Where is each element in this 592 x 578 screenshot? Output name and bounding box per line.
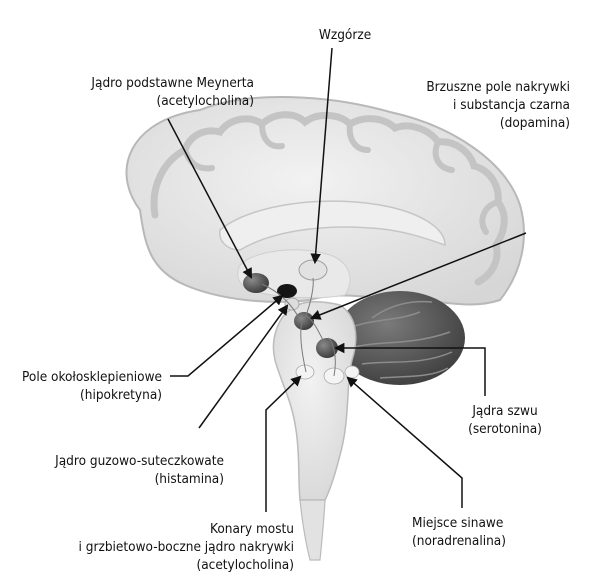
tuberomammillary-nucleus [285, 298, 299, 310]
label-locus-coeruleus-name: Miejsce sinawe [412, 514, 562, 532]
label-tuberomammillary-transmitter: (histamina) [40, 470, 224, 488]
label-thalamus: Wzgórze [300, 26, 390, 44]
label-raphe: Jądra szwu (serotonina) [455, 402, 555, 438]
label-meynert: Jądro podstawne Meynerta (acetylocholina… [36, 74, 254, 110]
label-raphe-name: Jądra szwu [455, 402, 555, 420]
label-vta-name-2: i substancja czarna [370, 96, 570, 114]
label-pedunculopontine: Konary mostu i grzbietowo-boczne jądro n… [60, 520, 294, 574]
label-vta-name: Brzuszne pole nakrywki [370, 78, 570, 96]
perifornical-nucleus [277, 284, 297, 298]
label-meynert-name: Jądro podstawne Meynerta [36, 74, 254, 92]
meynert-nucleus [243, 273, 269, 293]
label-locus-coeruleus: Miejsce sinawe (noradrenalina) [412, 514, 562, 550]
label-tuberomammillary-name: Jądro guzowo-suteczkowate [40, 452, 224, 470]
brainstem [273, 302, 355, 500]
label-perifornical-transmitter: (hipokretyna) [10, 386, 162, 404]
label-perifornical: Pole okołosklepieniowe (hipokretyna) [10, 368, 162, 404]
thalamus [299, 260, 327, 280]
label-vta: Brzuszne pole nakrywki i substancja czar… [370, 78, 570, 132]
label-pedunculopontine-name: Konary mostu [60, 520, 294, 538]
label-perifornical-name: Pole okołosklepieniowe [10, 368, 162, 386]
label-locus-coeruleus-transmitter: (noradrenalina) [412, 532, 562, 550]
label-meynert-transmitter: (acetylocholina) [36, 92, 254, 110]
label-pedunculopontine-transmitter: (acetylocholina) [60, 556, 294, 574]
label-vta-transmitter: (dopamina) [370, 114, 570, 132]
label-pedunculopontine-name-2: i grzbietowo-boczne jądro nakrywki [60, 538, 294, 556]
label-raphe-transmitter: (serotonina) [455, 420, 555, 438]
label-thalamus-name: Wzgórze [300, 26, 390, 44]
label-tuberomammillary: Jądro guzowo-suteczkowate (histamina) [40, 452, 224, 488]
